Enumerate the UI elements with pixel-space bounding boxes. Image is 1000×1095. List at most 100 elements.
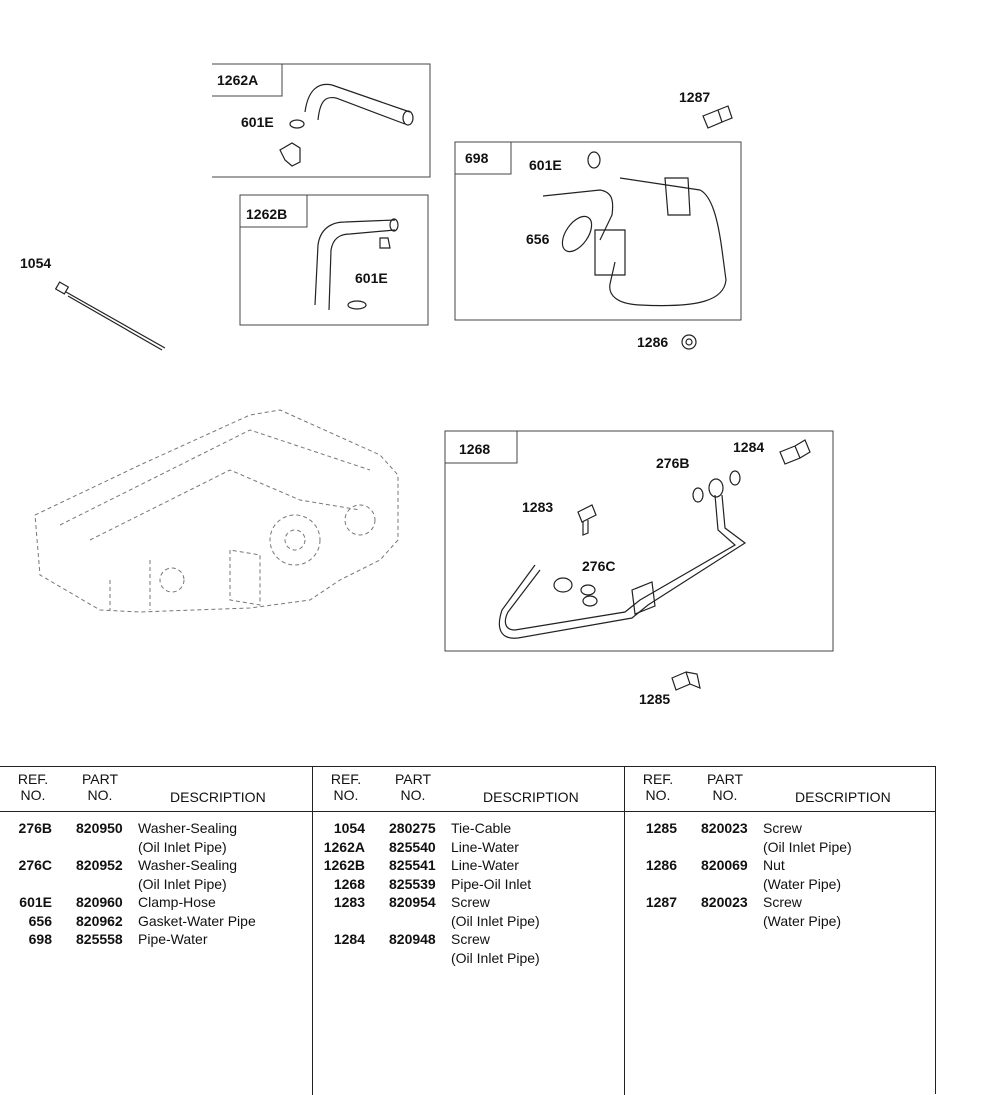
engine-block-phantom: [34, 409, 399, 613]
washer-276C: [580, 584, 596, 596]
header-ref-no: REF. NO.: [642, 771, 674, 803]
ref-no: 1284: [333, 931, 365, 947]
description: Washer-Sealing (Oil Inlet Pipe): [138, 857, 238, 892]
pipe-oil-inlet-1268: [498, 494, 747, 639]
screw-1284: [779, 439, 811, 465]
header-description: DESCRIPTION: [483, 789, 579, 805]
eye-fitting: [553, 577, 573, 593]
part-no: 820962: [76, 912, 123, 929]
ref-no: 1287: [645, 894, 677, 910]
screw-1285: 1285: [639, 671, 701, 707]
part-no: 820950: [76, 820, 123, 836]
assembly-1268: 1268 1284 276B 1283 276C: [444, 430, 834, 652]
description: Screw (Oil Inlet Pipe): [451, 894, 540, 929]
header-description: DESCRIPTION: [795, 789, 891, 805]
parts-column-1: REF. NO. PART NO. DESCRIPTION 276B 820950…: [0, 767, 312, 1095]
ref-no: 276B: [18, 820, 52, 836]
callout-601E-a: 601E: [241, 114, 274, 130]
part-no: 280275: [389, 820, 436, 836]
nut-1286: 1286: [637, 334, 697, 350]
ref-no: 1283: [333, 894, 365, 910]
hose-end: [402, 110, 414, 126]
description: Screw (Oil Inlet Pipe): [451, 931, 540, 966]
clamp-601E: [347, 300, 367, 310]
pipe-bracket: [631, 581, 656, 615]
header-ref-no: REF. NO.: [330, 771, 362, 803]
assembly-1262B: 1262B 601E: [239, 194, 429, 326]
screw-1287: 1287: [679, 89, 733, 129]
washer-276B: [692, 487, 704, 503]
callout-601E-b: 601E: [355, 270, 388, 286]
description: Screw (Water Pipe): [763, 894, 842, 929]
table-row: 1284 820948 Screw (Oil Inlet Pipe): [313, 930, 624, 967]
description: Pipe-Oil Inlet: [451, 875, 532, 892]
hose-1262A: [304, 83, 411, 125]
description: Nut (Water Pipe): [763, 857, 842, 892]
part-no: 825541: [389, 857, 436, 873]
header-part-no: PART NO.: [81, 771, 119, 803]
callout-698: 698: [465, 150, 489, 166]
tie-cable-1054: 1054: [20, 255, 166, 351]
parts-list-table: REF. NO. PART NO. DESCRIPTION 276B 820950…: [0, 766, 936, 1095]
part-no: 820023: [701, 894, 748, 910]
callout-1283: 1283: [522, 499, 553, 515]
callout-656: 656: [526, 231, 550, 247]
ref-no: 1268: [333, 875, 365, 892]
part-no: 820069: [701, 857, 748, 873]
header-description: DESCRIPTION: [170, 789, 266, 805]
hose-1262B: [314, 219, 396, 311]
table-header: REF. NO. PART NO. DESCRIPTION: [0, 767, 312, 812]
washer-276C: [582, 595, 598, 607]
callout-1284: 1284: [733, 439, 764, 455]
ref-no: 1285: [645, 820, 677, 836]
hose-end: [389, 218, 399, 232]
header-ref-no: REF. NO.: [17, 771, 49, 803]
part-no: 820960: [76, 894, 123, 910]
description: Clamp-Hose: [138, 894, 216, 910]
description: Line-Water: [451, 857, 519, 873]
ref-no: 656: [28, 912, 52, 929]
callout-1262B: 1262B: [246, 206, 287, 222]
ref-no: 1286: [645, 857, 677, 873]
part-no: 820954: [389, 894, 436, 910]
ref-no: 1262A: [323, 838, 365, 855]
callout-1054: 1054: [20, 255, 51, 271]
part-no: 820948: [389, 931, 436, 947]
ref-no: 601E: [19, 894, 52, 910]
ref-no: 1262B: [323, 857, 365, 873]
callout-601E-c: 601E: [529, 157, 562, 173]
table-header: REF. NO. PART NO. DESCRIPTION: [313, 767, 624, 812]
washer-276B: [729, 470, 741, 486]
callout-276B: 276B: [656, 455, 689, 471]
ref-no: 276C: [18, 857, 52, 873]
ref-no: 698: [28, 931, 52, 947]
callout-1268: 1268: [459, 441, 490, 457]
header-part-no: PART NO.: [394, 771, 432, 803]
part-no: 825558: [76, 931, 123, 947]
clamp-601E: [587, 151, 601, 169]
table-row: 1286 820069 Nut (Water Pipe): [625, 856, 936, 893]
callout-1286: 1286: [637, 334, 668, 350]
table-row: 1262B 825541 Line-Water: [313, 856, 624, 875]
eye-fitting: [708, 478, 724, 498]
callout-1285: 1285: [639, 691, 670, 707]
screw-1283: [577, 504, 597, 536]
description: Gasket-Water Pipe: [138, 912, 256, 929]
clamp-601E: [289, 119, 305, 129]
table-row: 1287 820023 Screw (Water Pipe): [625, 893, 936, 930]
pipe-bracket: [664, 177, 691, 216]
description: Screw (Oil Inlet Pipe): [763, 820, 852, 855]
callout-1287: 1287: [679, 89, 710, 105]
callout-276C: 276C: [582, 558, 615, 574]
